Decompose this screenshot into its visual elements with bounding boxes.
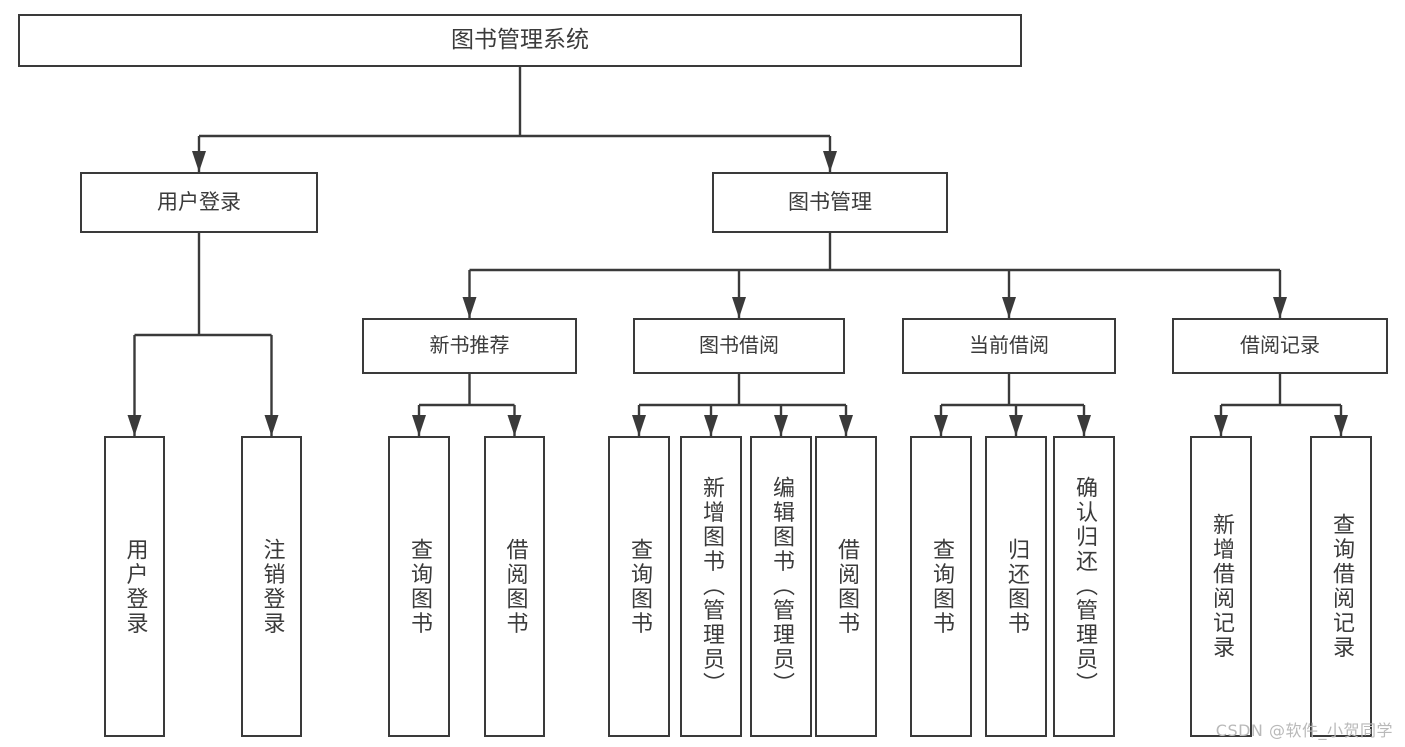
- node-l1[interactable]: 用户登录: [104, 436, 165, 737]
- node-label: 编辑图书（管理员）: [768, 476, 794, 697]
- node-label: 新增借阅记录: [1208, 513, 1234, 660]
- node-l9[interactable]: 查询图书: [910, 436, 972, 737]
- node-label: 注销登录: [259, 537, 285, 636]
- node-label: 当前借阅: [969, 333, 1049, 358]
- node-login[interactable]: 用户登录: [80, 172, 318, 233]
- node-label: 查询图书: [928, 537, 954, 636]
- node-label: 借阅记录: [1240, 333, 1320, 358]
- node-l8[interactable]: 借阅图书: [815, 436, 877, 737]
- node-label: 图书管理: [788, 190, 872, 215]
- node-l3[interactable]: 查询图书: [388, 436, 450, 737]
- watermark-label: CSDN @软件_小贺同学: [1215, 721, 1393, 740]
- node-label: 查询图书: [626, 537, 652, 636]
- node-l7[interactable]: 编辑图书（管理员）: [750, 436, 812, 737]
- node-label: 归还图书: [1003, 537, 1029, 636]
- node-current[interactable]: 当前借阅: [902, 318, 1116, 374]
- node-label: 借阅图书: [833, 537, 859, 636]
- node-label: 借阅图书: [502, 537, 528, 636]
- node-label: 查询图书: [406, 537, 432, 636]
- node-l13[interactable]: 查询借阅记录: [1310, 436, 1372, 737]
- node-label: 新书推荐: [429, 333, 510, 358]
- node-l5[interactable]: 查询图书: [608, 436, 670, 737]
- node-label: 图书管理系统: [451, 26, 589, 53]
- node-label: 用户登录: [157, 190, 241, 215]
- node-l2[interactable]: 注销登录: [241, 436, 302, 737]
- node-label: 图书借阅: [699, 333, 779, 358]
- node-l11[interactable]: 确认归还（管理员）: [1053, 436, 1115, 737]
- node-label: 新增图书（管理员）: [698, 476, 724, 697]
- node-bookmgmt[interactable]: 图书管理: [712, 172, 948, 233]
- node-l6[interactable]: 新增图书（管理员）: [680, 436, 742, 737]
- node-borrow[interactable]: 图书借阅: [633, 318, 845, 374]
- node-l12[interactable]: 新增借阅记录: [1190, 436, 1252, 737]
- node-label: 用户登录: [122, 537, 148, 636]
- node-l10[interactable]: 归还图书: [985, 436, 1047, 737]
- node-label: 查询借阅记录: [1328, 513, 1354, 660]
- node-records[interactable]: 借阅记录: [1172, 318, 1388, 374]
- node-newbook[interactable]: 新书推荐: [362, 318, 577, 374]
- node-l4[interactable]: 借阅图书: [484, 436, 545, 737]
- node-root[interactable]: 图书管理系统: [18, 14, 1022, 67]
- node-label: 确认归还（管理员）: [1071, 476, 1097, 697]
